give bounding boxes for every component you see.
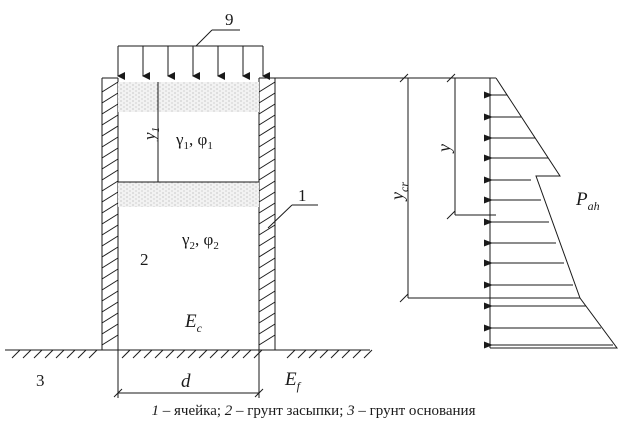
layer1-properties: γ1, φ1 bbox=[175, 130, 213, 152]
pressure-label: Pah bbox=[575, 189, 600, 213]
load-number-label: 9 bbox=[225, 10, 234, 29]
caption-t2: – грунт засыпки; bbox=[232, 403, 348, 419]
svg-text:y: y bbox=[434, 144, 454, 154]
d-dimension bbox=[113, 350, 264, 398]
svg-text:y1: y1 bbox=[140, 127, 162, 142]
layer2-properties: γ2, φ2 bbox=[181, 230, 219, 252]
top-soil-band bbox=[118, 82, 259, 112]
svg-text:ycr: ycr bbox=[387, 182, 411, 202]
caption-t1: – ячейка; bbox=[159, 403, 225, 419]
fill-number-label: 2 bbox=[140, 250, 149, 269]
ground-surface bbox=[5, 349, 373, 359]
base-modulus-label: Ef bbox=[284, 369, 302, 393]
wall-number-label: 1 bbox=[298, 186, 307, 205]
distributed-load bbox=[117, 45, 270, 80]
cell-wall-left bbox=[101, 77, 119, 350]
caption-n3: 3 bbox=[347, 403, 355, 419]
caption-n1: 1 bbox=[151, 403, 160, 419]
pressure-diagram bbox=[484, 77, 618, 349]
cell-wall-right bbox=[258, 77, 276, 350]
y-label: y bbox=[434, 144, 454, 154]
middle-soil-band bbox=[118, 182, 259, 207]
load-leader-line bbox=[195, 29, 213, 47]
figure-caption: 1 – ячейка; 2 – грунт засыпки; 3 – грунт… bbox=[0, 403, 627, 420]
ycr-label: ycr bbox=[387, 182, 411, 202]
base-number-label: 3 bbox=[36, 371, 45, 390]
d-label: d bbox=[181, 371, 191, 392]
y1-label: y1 bbox=[140, 127, 162, 142]
wall-leader-line bbox=[267, 204, 293, 229]
extension-lines bbox=[275, 73, 580, 303]
caption-n2: 2 bbox=[224, 403, 233, 419]
cell-modulus-label: Ec bbox=[184, 311, 203, 335]
caption-t3: – грунт основания bbox=[354, 403, 476, 419]
